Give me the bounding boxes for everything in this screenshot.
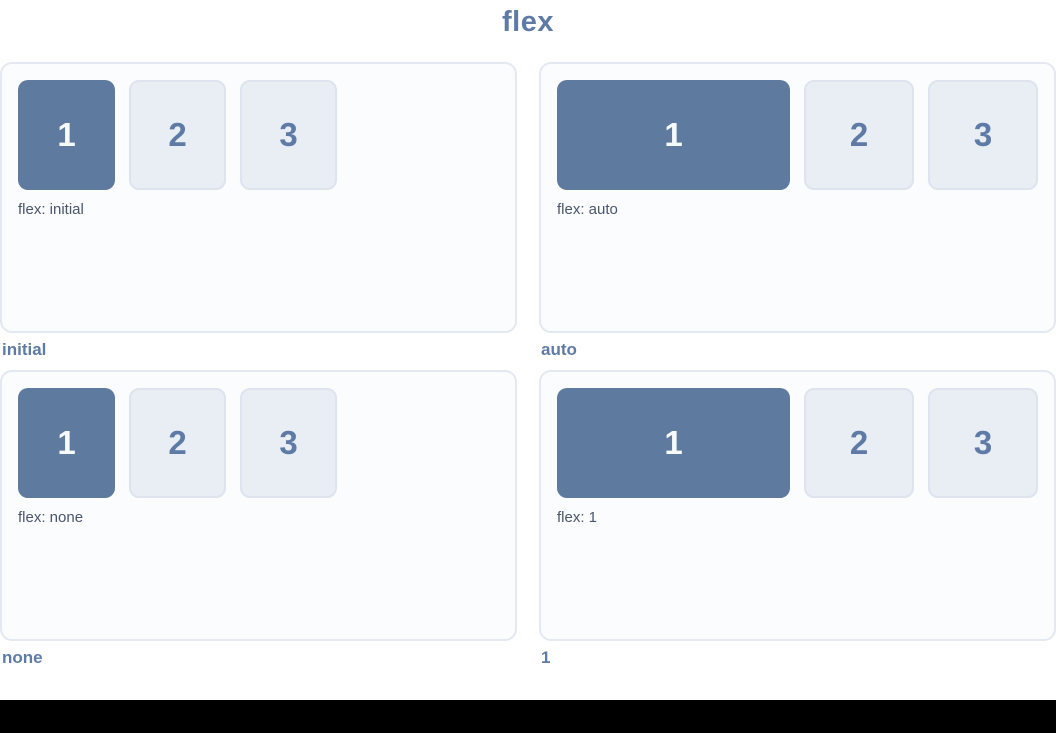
flex-item-box-1: 1 xyxy=(18,388,115,498)
flex-item-box-3: 3 xyxy=(928,80,1038,190)
flex-item-box-1: 1 xyxy=(557,80,790,190)
flex-item-box-1: 1 xyxy=(557,388,790,498)
flex-value-label: flex: auto xyxy=(557,201,618,218)
demo-cell-none: 1 2 3 flex: none none xyxy=(0,370,517,678)
flex-item-box-2: 2 xyxy=(129,388,226,498)
demo-grid: 1 2 3 flex: initial initial 1 2 3 flex: … xyxy=(0,62,1056,678)
flex-container: 1 2 3 xyxy=(557,388,1038,498)
panel-caption-1: 1 xyxy=(541,648,551,667)
flex-item-box-1: 1 xyxy=(18,80,115,190)
demo-panel-none: 1 2 3 flex: none xyxy=(0,370,517,641)
flex-item-box-3: 3 xyxy=(240,80,337,190)
panel-caption-none: none xyxy=(2,648,43,667)
demo-cell-auto: 1 2 3 flex: auto auto xyxy=(539,62,1056,370)
demo-cell-initial: 1 2 3 flex: initial initial xyxy=(0,62,517,370)
flex-value-label: flex: initial xyxy=(18,201,84,218)
flex-container: 1 2 3 xyxy=(557,80,1038,190)
demo-panel-1: 1 2 3 flex: 1 xyxy=(539,370,1056,641)
page-title: flex xyxy=(502,6,554,38)
flex-item-box-3: 3 xyxy=(240,388,337,498)
flex-item-box-3: 3 xyxy=(928,388,1038,498)
flex-item-box-2: 2 xyxy=(804,388,914,498)
demo-panel-auto: 1 2 3 flex: auto xyxy=(539,62,1056,333)
flex-container: 1 2 3 xyxy=(18,80,499,190)
demo-cell-1: 1 2 3 flex: 1 1 xyxy=(539,370,1056,678)
demo-panel-initial: 1 2 3 flex: initial xyxy=(0,62,517,333)
flex-item-box-2: 2 xyxy=(129,80,226,190)
panel-caption-initial: initial xyxy=(2,340,47,359)
flex-container: 1 2 3 xyxy=(18,388,499,498)
bottom-letterbox xyxy=(0,700,1056,733)
flex-value-label: flex: none xyxy=(18,509,84,526)
flex-value-label: flex: 1 xyxy=(557,509,598,526)
panel-caption-auto: auto xyxy=(541,340,577,359)
flex-item-box-2: 2 xyxy=(804,80,914,190)
